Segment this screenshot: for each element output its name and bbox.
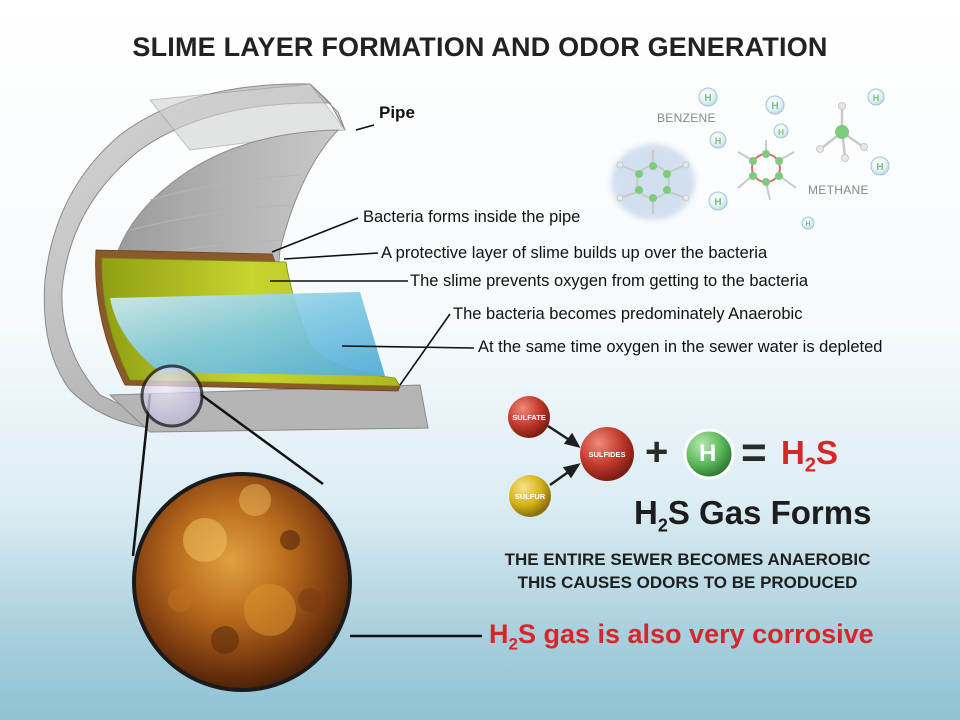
hydrogen-ball: [683, 428, 735, 480]
hydrogen-atoms: H H H H H H H H: [698, 87, 890, 230]
sulfur-ball: [509, 475, 551, 517]
hydrogen-icon: H: [715, 136, 722, 146]
hydrogen-icon: H: [704, 93, 711, 104]
sulfides-ball: [580, 427, 634, 481]
methane-molecule: [816, 102, 868, 162]
callout-leaders: [270, 124, 475, 386]
hydrogen-icon: H: [873, 93, 880, 103]
pipe-illustration: [43, 83, 429, 433]
callout-bacteria-forms: Bacteria forms inside the pipe: [363, 208, 581, 226]
hydrogen-icon: H: [771, 101, 778, 112]
magnifier: [131, 364, 482, 692]
callout-oxygen-depleted: At the same time oxygen in the sewer wat…: [478, 338, 883, 356]
sulfate-ball: [508, 396, 550, 438]
anaerobic-line-1: THE ENTIRE SEWER BECOMES ANAEROBIC: [504, 550, 871, 569]
callout-slime-prevents-oxygen: The slime prevents oxygen from getting t…: [410, 272, 809, 290]
h2s-product: H2S: [781, 434, 838, 477]
h2s-gas-forms: H2S Gas Forms: [634, 494, 872, 536]
anaerobic-line-2: THIS CAUSES ODORS TO BE PRODUCED: [517, 573, 858, 592]
callout-slime-layer: A protective layer of slime builds up ov…: [381, 244, 768, 262]
sulfides-label: SULFIDES: [588, 450, 626, 459]
equals-sign: =: [741, 428, 767, 477]
callout-anaerobic: The bacteria becomes predominately Anaer…: [453, 305, 803, 323]
hydrogen-icon: H: [876, 162, 883, 173]
hydrogen-ball-icon: H: [699, 440, 717, 467]
corrosive-warning: H2S gas is also very corrosive: [489, 619, 874, 654]
methane-label: METHANE: [808, 183, 869, 197]
hydrogen-icon: H: [714, 197, 721, 208]
plus-sign: +: [645, 430, 669, 474]
sulfur-label: SULFUR: [514, 492, 546, 501]
reaction-diagram: [508, 396, 735, 517]
page-title: SLIME LAYER FORMATION AND ODOR GENERATIO…: [132, 32, 828, 62]
hydrogen-icon: H: [778, 128, 784, 137]
hydrogen-icon: H: [805, 221, 810, 228]
benzene-label: BENZENE: [657, 111, 716, 125]
benzene-molecule: [611, 144, 695, 220]
pipe-label: Pipe: [379, 103, 415, 122]
sulfate-label: SULFATE: [512, 413, 546, 422]
cyclic-molecule: [737, 140, 797, 201]
